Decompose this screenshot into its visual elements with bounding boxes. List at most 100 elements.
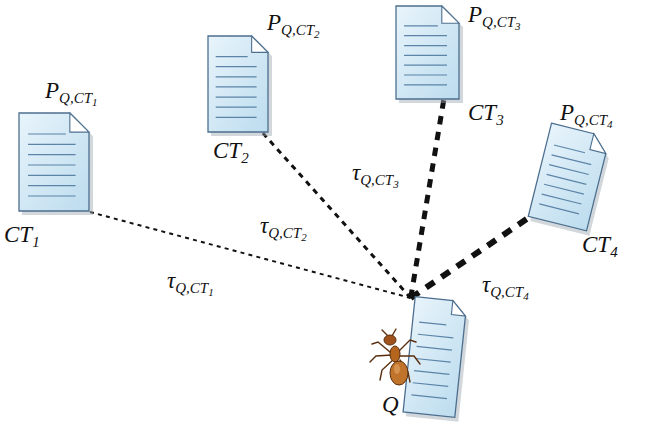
document-icon: [402, 296, 468, 419]
document-text-line: [539, 204, 579, 214]
document-sheet: [19, 113, 89, 211]
document-text-line: [404, 45, 447, 46]
document-text-line: [419, 322, 446, 325]
math-base: CT: [468, 100, 496, 125]
document-icon: [207, 35, 269, 133]
document-text-line: [28, 144, 76, 145]
math-subscript: Q,CT2: [268, 225, 306, 241]
document-node: PQ,CT3CT3: [395, 5, 460, 100]
document-text-line: [544, 184, 584, 194]
document-text-line: [28, 185, 76, 186]
math-subscript-index: 4: [523, 290, 529, 302]
document-node: PQ,CT4CT4: [538, 128, 600, 226]
math-subscript: Q,CT4: [574, 112, 612, 128]
document-text-line: [216, 76, 257, 77]
ant-illustration: [366, 328, 426, 390]
document-text-line: [415, 358, 450, 362]
document-icon: [395, 5, 460, 100]
document-text-line: [216, 117, 257, 118]
document-sheet: [403, 297, 467, 418]
math-subscript-index: 2: [301, 231, 307, 243]
pheromone-label: τQ,CT3: [350, 160, 401, 190]
math-base: Q: [382, 392, 399, 417]
document-sheet: [528, 123, 609, 231]
math-base: τ: [260, 213, 268, 238]
math-subscript: Q,CT3: [360, 172, 398, 188]
document-label: Q: [382, 392, 399, 417]
document-text-line: [413, 383, 448, 387]
document-sheet: [208, 36, 268, 132]
math-base: τ: [352, 160, 360, 185]
probability-label: PQ,CT3: [468, 2, 521, 32]
document-label: CT4: [582, 232, 618, 261]
probability-label: PQ,CT1: [45, 78, 98, 108]
math-subscript: 1: [32, 234, 40, 250]
document-text-line: [28, 164, 76, 165]
math-base: P: [560, 100, 574, 125]
document-icon: [18, 112, 90, 212]
document-node: PQ,CT1CT1: [18, 112, 90, 212]
probability-label: PQ,CT4: [560, 100, 613, 130]
document-text-line: [404, 74, 447, 75]
document-text-line: [216, 66, 257, 67]
math-base: CT: [582, 232, 610, 257]
document-node: Q: [408, 298, 462, 416]
document-text-line: [404, 35, 447, 36]
document-label: CT3: [468, 100, 504, 129]
document-text-line: [216, 96, 257, 97]
document-text-line: [411, 395, 446, 399]
document-text-line: [216, 107, 257, 108]
math-subscript-index: 1: [208, 286, 214, 298]
pheromone-connector: [90, 212, 411, 298]
document-text-line: [28, 175, 76, 176]
document-fold: [451, 301, 467, 317]
math-subscript: 3: [496, 112, 504, 128]
document-text-line: [414, 371, 449, 375]
document-text-line: [418, 334, 453, 338]
probability-label: PQ,CT2: [267, 10, 320, 40]
math-subscript: Q,CT1: [59, 90, 97, 106]
document-fold: [590, 134, 610, 154]
math-base: CT: [4, 222, 32, 247]
document-text-line: [216, 86, 257, 87]
math-subscript-index: 4: [607, 118, 613, 130]
math-base: P: [45, 78, 59, 103]
document-text-line: [547, 174, 587, 184]
pheromone-label: τQ,CT2: [258, 213, 309, 243]
document-text-line: [417, 346, 452, 350]
document-text-line: [404, 55, 447, 56]
document-text-line: [28, 133, 66, 134]
document-text-line: [542, 194, 582, 204]
document-fold: [70, 113, 89, 132]
math-base: P: [267, 10, 281, 35]
math-subscript: 4: [610, 244, 618, 260]
document-text-line: [404, 25, 438, 26]
document-text-line: [404, 65, 447, 66]
document-text-line: [28, 195, 76, 196]
math-base: τ: [482, 272, 490, 297]
document-text-line: [28, 154, 76, 155]
math-subscript: Q,CT1: [175, 280, 213, 296]
pheromone-label: τQ,CT4: [480, 272, 531, 302]
document-icon: [527, 122, 611, 232]
document-text-line: [552, 155, 592, 165]
document-node: PQ,CT2CT2: [207, 35, 269, 133]
document-sheet: [396, 6, 459, 99]
document-label: CT1: [4, 222, 40, 251]
math-base: P: [468, 2, 482, 27]
document-fold: [442, 6, 459, 23]
document-text-line: [404, 84, 447, 85]
math-subscript: Q,CT3: [482, 14, 520, 30]
math-base: CT: [213, 138, 241, 163]
document-text-line: [216, 56, 248, 57]
document-fold: [252, 36, 268, 52]
pheromone-label: τQ,CT1: [165, 268, 216, 298]
math-subscript-index: 3: [515, 20, 521, 32]
math-subscript: Q,CT4: [490, 284, 528, 300]
math-subscript: 2: [241, 150, 249, 166]
document-label: CT2: [213, 138, 249, 167]
document-text-line: [549, 165, 589, 175]
document-text-line: [554, 145, 585, 153]
math-subscript: Q,CT2: [281, 22, 319, 38]
